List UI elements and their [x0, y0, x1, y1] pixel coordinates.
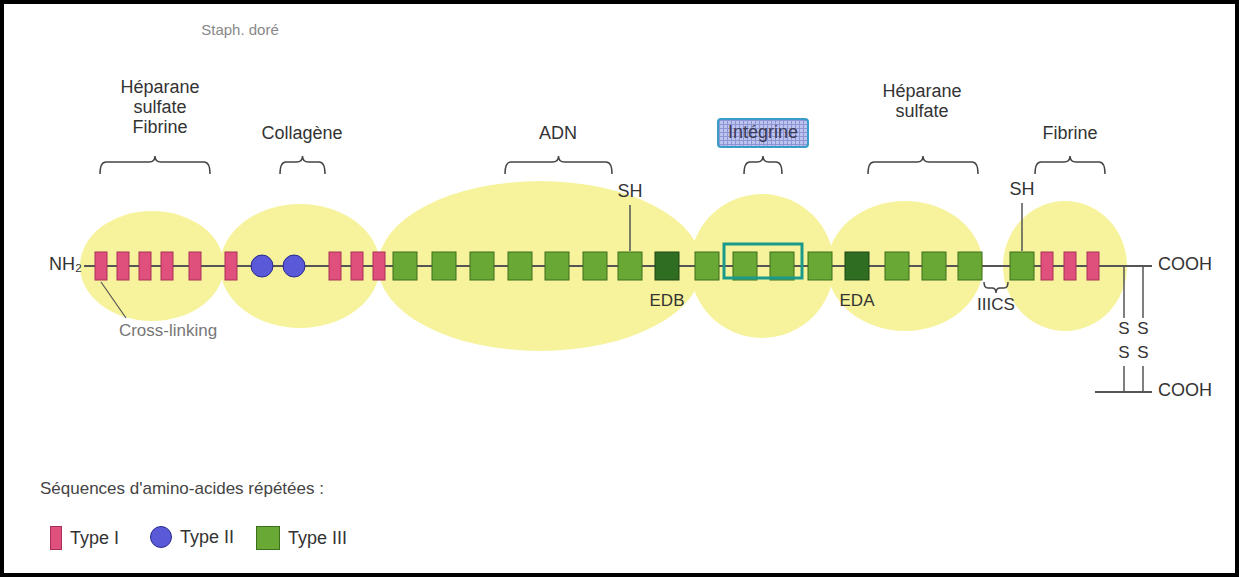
type-iii-repeat: [618, 252, 642, 280]
binding-site-box: [724, 244, 802, 278]
bracket: [1035, 156, 1105, 174]
legend-heading: Séquences d'amino-acides répétées :: [40, 480, 324, 499]
bracket: [868, 156, 978, 174]
binding-label: Collagène: [261, 124, 342, 144]
sh-line: [629, 205, 631, 251]
bracket: [744, 156, 782, 174]
type-iii-repeat: [583, 252, 607, 280]
legend-label: Type III: [288, 528, 347, 549]
binding-label: Intégrine: [728, 123, 798, 143]
atom-label: S: [1118, 344, 1129, 363]
domain-label: EDB: [650, 292, 685, 311]
type-i-repeat: [1087, 252, 1099, 280]
binding-label: Héparane sulfate: [872, 82, 972, 122]
legend-swatch: [150, 526, 172, 548]
type-iii-repeat: [1010, 252, 1034, 280]
type-iii-repeat: [470, 252, 494, 280]
type-i-repeat: [225, 252, 237, 280]
disulfide-bond: [1123, 366, 1125, 392]
type-iii-repeat: [885, 252, 909, 280]
note-label: Staph. doré: [201, 22, 279, 39]
type-i-repeat: [1041, 252, 1053, 280]
type-ii-repeat: [283, 255, 305, 277]
type-i-repeat: [95, 252, 107, 280]
extra-domain-repeat: [845, 252, 869, 280]
note-label: Cross-linking: [119, 322, 217, 341]
type-i-repeat: [373, 252, 385, 280]
type-iii-repeat: [808, 252, 832, 280]
terminus-label: NH₂: [49, 255, 82, 275]
type-i-repeat: [161, 252, 173, 280]
type-i-repeat: [189, 252, 201, 280]
sh-line: [1021, 203, 1023, 251]
type-i-repeat: [117, 252, 129, 280]
type-ii-repeat: [251, 255, 273, 277]
domain-ellipse: [827, 201, 983, 331]
legend-label: Type II: [180, 527, 234, 548]
domain-label: EDA: [840, 292, 875, 311]
group-label: SH: [1009, 180, 1034, 200]
type-iii-repeat: [958, 252, 982, 280]
type-i-repeat: [329, 252, 341, 280]
type-iii-repeat: [393, 252, 417, 280]
type-iii-repeat: [922, 252, 946, 280]
legend-entry: Type III: [256, 526, 347, 550]
binding-site-box: Intégrine: [717, 118, 809, 148]
type-i-repeat: [139, 252, 151, 280]
type-iii-repeat: [733, 252, 757, 280]
type-iii-repeat: [432, 252, 456, 280]
terminus-label: COOH: [1158, 381, 1212, 401]
disulfide-bond: [1142, 266, 1144, 318]
bracket: [505, 156, 612, 174]
atom-label: S: [1118, 320, 1129, 339]
group-label: SH: [617, 182, 642, 202]
bracket: [280, 156, 325, 174]
extra-domain-repeat: [655, 252, 679, 280]
atom-label: S: [1137, 320, 1148, 339]
legend-swatch: [256, 526, 280, 550]
domain-label: IIICS: [977, 296, 1015, 315]
type-i-repeat: [1064, 252, 1076, 280]
leader-line: [101, 282, 126, 318]
type-iii-repeat: [545, 252, 569, 280]
binding-label: Héparane sulfate Fibrine: [114, 78, 206, 137]
type-i-repeat: [351, 252, 363, 280]
type-iii-repeat: [770, 252, 794, 280]
legend-label: Type I: [70, 528, 119, 549]
disulfide-bond: [1142, 366, 1144, 392]
disulfide-bond: [1123, 266, 1125, 318]
type-iii-repeat: [508, 252, 532, 280]
binding-label: ADN: [539, 124, 577, 144]
type-iii-repeat: [695, 252, 719, 280]
binding-label: Fibrine: [1042, 124, 1097, 144]
legend-entry: Type II: [150, 526, 234, 548]
terminus-label: COOH: [1158, 255, 1212, 275]
legend-swatch: [50, 526, 62, 550]
legend-entry: Type I: [50, 526, 119, 550]
atom-label: S: [1137, 344, 1148, 363]
bracket: [984, 282, 1008, 293]
bracket: [100, 156, 210, 174]
